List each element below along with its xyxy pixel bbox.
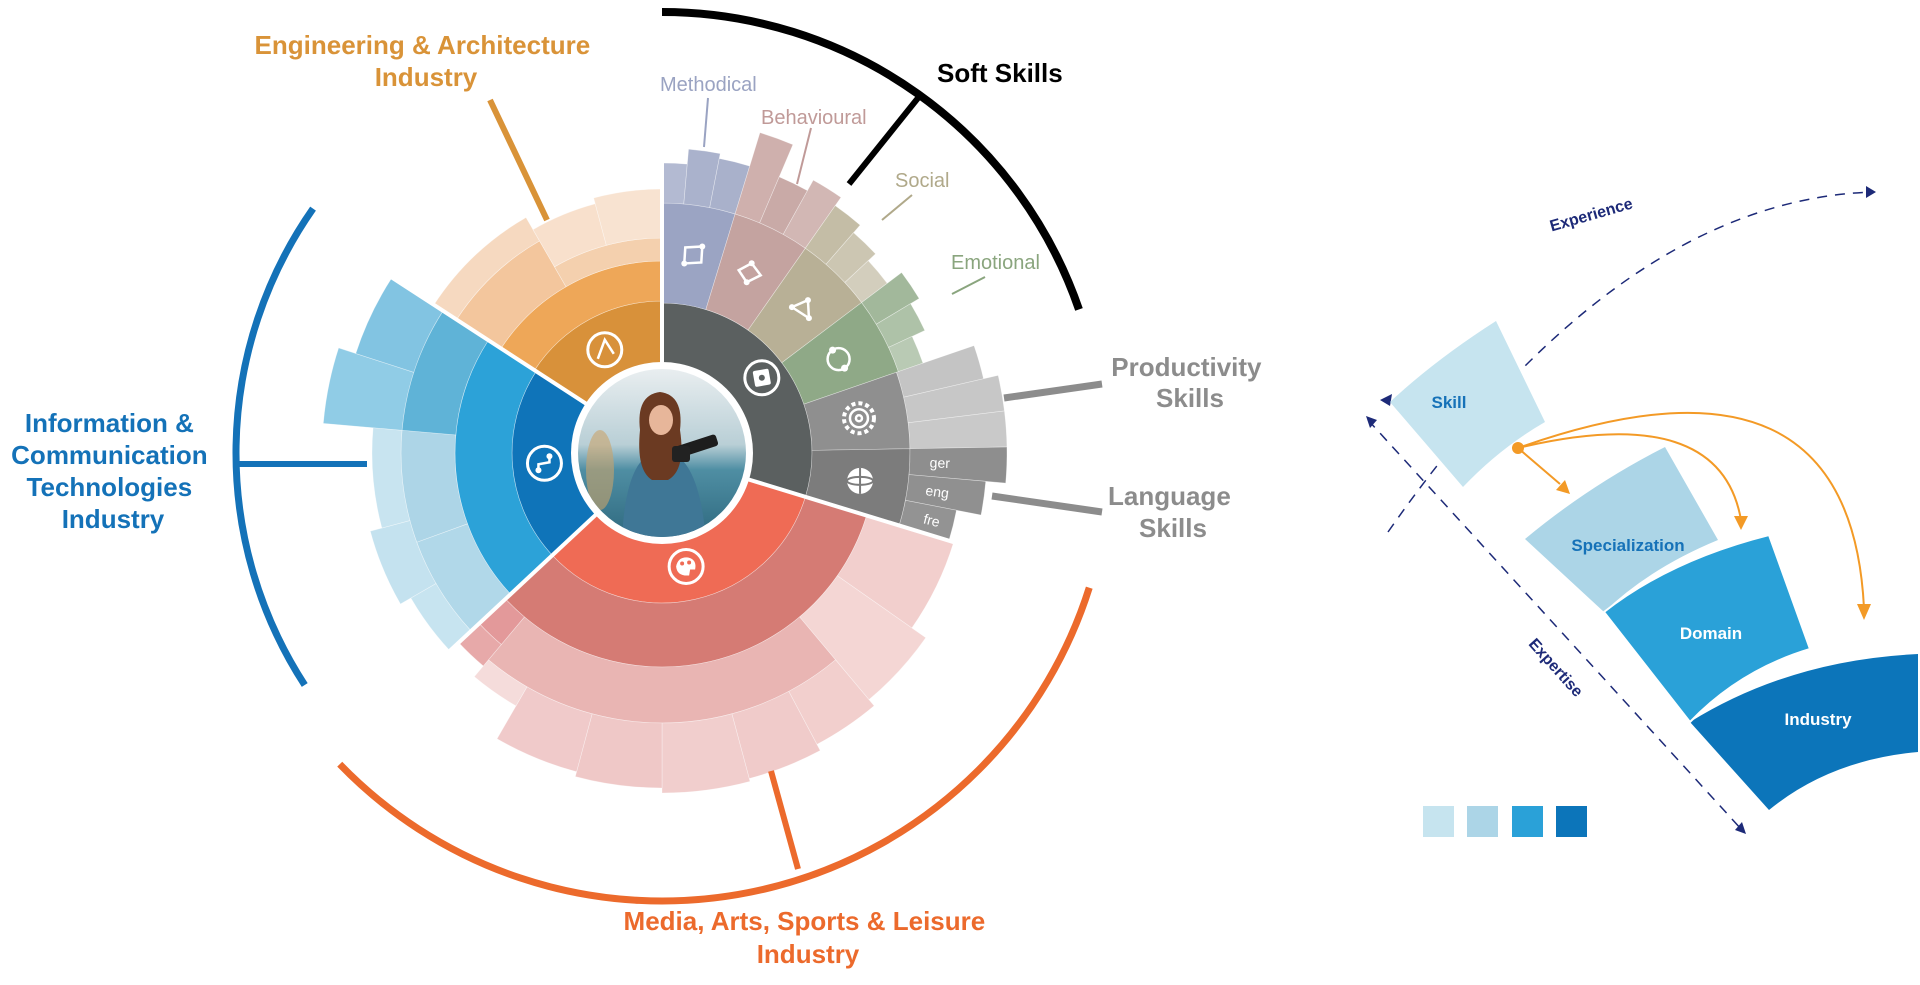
- legend-swatch-industry: [1556, 806, 1587, 837]
- language-leader-line: [991, 492, 1103, 516]
- emotional-cycle-icon: [826, 346, 851, 372]
- productivity-label-line2: Skills: [1156, 383, 1224, 413]
- level-industry-label: Industry: [1784, 710, 1852, 729]
- arrowhead-icon: [1734, 516, 1748, 530]
- behavioural-leader-line: [796, 127, 812, 185]
- level-industry-shape: [1690, 654, 1918, 810]
- level-skill-label: Skill: [1432, 393, 1467, 412]
- productivity-skills-label: Productivity Skills: [1111, 352, 1268, 413]
- emotional-leader-line: [951, 276, 986, 295]
- engineering-industry-label: Engineering & Architecture Industry: [255, 30, 598, 92]
- engineering-leader-line: [487, 98, 550, 222]
- category-icons: [525, 243, 876, 585]
- architecture-compass-icon: [586, 331, 624, 369]
- social-triangle-icon: [788, 297, 812, 322]
- legend-swatch-specialization: [1467, 806, 1498, 837]
- soft-skills-label: Soft Skills: [937, 58, 1063, 88]
- language-label-line1: Language: [1108, 481, 1231, 511]
- soft-skills-arc: [661, 8, 1083, 311]
- progression-arrows: [1517, 411, 1865, 609]
- arrow-to-industry: [1517, 411, 1865, 609]
- legend-swatch-skill: [1423, 806, 1454, 837]
- ict-industry-arc: [232, 206, 316, 687]
- experience-arrowhead-icon: [1866, 186, 1876, 198]
- arrow-to-specialization: [1517, 447, 1561, 485]
- language-label-ger: ger: [929, 454, 950, 471]
- media-industry-label: Media, Arts, Sports & Leisure Industry: [624, 906, 993, 969]
- arrow-to-domain: [1517, 433, 1742, 521]
- sector-divider: [358, 255, 590, 407]
- methodical-leader-line: [703, 97, 709, 148]
- media-label-line1: Media, Arts, Sports & Leisure: [624, 906, 986, 936]
- emotional-label: Emotional: [951, 252, 1040, 274]
- profile-photo: [571, 362, 753, 544]
- category-labels: Engineering & Architecture Industry Soft…: [11, 30, 1268, 969]
- level-domain-shape: [1602, 533, 1812, 724]
- expertise-arrowhead-start-icon: [1366, 416, 1377, 428]
- level-skill-shape: [1390, 321, 1545, 487]
- behavioural-diamond-icon: [736, 260, 763, 286]
- arrowhead-icon: [1857, 604, 1871, 620]
- ict-label-line1: Information &: [25, 408, 194, 438]
- ict-label-line4: Industry: [62, 504, 165, 534]
- circuit-network-icon: [525, 444, 563, 482]
- sunburst-chart: ger eng fre: [232, 8, 1093, 905]
- media-industry-arc: [337, 586, 1093, 905]
- art-palette-icon: [667, 547, 705, 585]
- experience-arrowhead-start-icon: [1380, 394, 1392, 406]
- engineering-label-line2: Industry: [375, 62, 478, 92]
- level-domain-label: Domain: [1680, 624, 1742, 643]
- engineering-skill-bar: [593, 188, 663, 246]
- media-label-line2: Industry: [757, 939, 860, 969]
- experience-label: Experience: [1548, 195, 1635, 235]
- language-globe-icon: [846, 467, 875, 494]
- methodical-skill-bar: [661, 162, 688, 205]
- arrowhead-icon: [1556, 480, 1570, 494]
- expertise-axis: [1367, 419, 1743, 831]
- language-skills-label: Language Skills: [1108, 481, 1238, 543]
- expertise-label: Expertise: [1525, 636, 1586, 701]
- media-leader-line: [768, 770, 801, 870]
- behavioural-label: Behavioural: [761, 107, 867, 129]
- sector-divider: [745, 476, 1007, 561]
- language-label-eng: eng: [925, 482, 950, 501]
- social-leader-line: [881, 194, 913, 221]
- sector-divider: [397, 511, 600, 700]
- hierarchy-legend-diagram: Experience Expertise Skill Specializatio…: [1366, 186, 1918, 837]
- productivity-leader-line: [1003, 380, 1103, 402]
- language-label-fre: fre: [922, 511, 942, 531]
- ict-industry-label: Information & Communication Technologies…: [11, 408, 215, 534]
- origin-dot: [1512, 442, 1524, 454]
- expertise-arrowhead-icon: [1735, 822, 1746, 834]
- productivity-gear-icon: [841, 401, 876, 436]
- ict-label-line2: Communication: [11, 440, 207, 470]
- soft-skills-square-icon: [743, 359, 781, 397]
- language-label-line2: Skills: [1139, 513, 1207, 543]
- productivity-label-line1: Productivity: [1111, 352, 1262, 382]
- level-specialization-shape: [1525, 447, 1718, 612]
- methodical-square-icon: [681, 243, 706, 267]
- legend-swatch-domain: [1512, 806, 1543, 837]
- engineering-label-line1: Engineering & Architecture: [255, 30, 591, 60]
- ict-label-line3: Technologies: [27, 472, 193, 502]
- soft-skills-leader-line: [846, 96, 921, 186]
- methodical-label: Methodical: [660, 74, 757, 96]
- engineering-skill-bar: [433, 217, 540, 320]
- social-label: Social: [895, 170, 949, 192]
- level-specialization-label: Specialization: [1571, 536, 1684, 555]
